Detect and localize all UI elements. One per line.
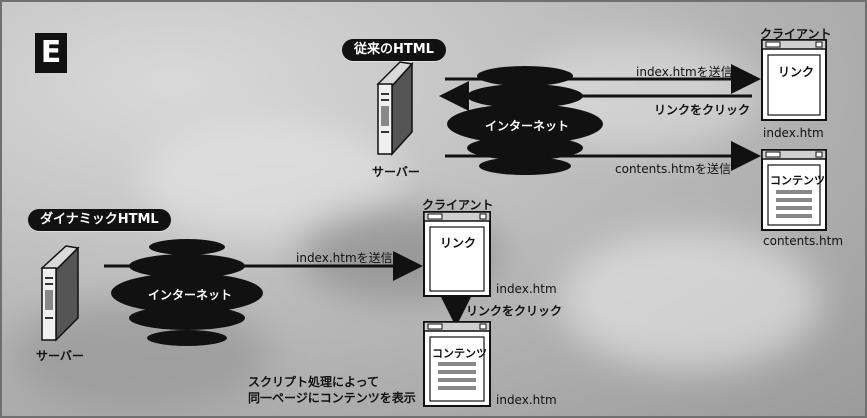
- window-contents-caption-dhtml: index.htm: [496, 393, 557, 407]
- window-contents-text-dhtml: コンテンツ: [432, 347, 487, 360]
- send-index-label: index.htmを送信: [636, 65, 733, 79]
- click-link-label: リンクをクリック: [654, 103, 751, 117]
- bg-smudge: [560, 230, 820, 370]
- traditional-html-label: 従来のHTML: [342, 39, 446, 61]
- network-disc: [477, 66, 573, 86]
- click-link-label-dhtml: リンクをクリック: [466, 304, 563, 318]
- network-stack-top: [447, 66, 603, 175]
- client-label-bottom: クライアント: [422, 198, 494, 212]
- browser-window-link-dhtml: [423, 211, 491, 297]
- client-label-top: クライアント: [760, 27, 832, 41]
- browser-window-contents-dhtml: [423, 321, 491, 407]
- window-link-caption-dhtml: index.htm: [496, 282, 557, 296]
- send-contents-label: contents.htmを送信: [615, 162, 732, 176]
- server-label-bottom: サーバー: [36, 349, 84, 363]
- network-disc: [149, 239, 225, 255]
- send-index-label-dhtml: index.htmを送信: [296, 251, 393, 265]
- network-disc: [479, 157, 571, 175]
- window-link-text-dhtml: リンク: [440, 236, 477, 250]
- window-link-caption: index.htm: [763, 126, 824, 140]
- network-disc: [147, 330, 227, 346]
- section-badge: E: [35, 33, 67, 73]
- script-note-line1: スクリプト処理によって: [248, 375, 380, 389]
- server-label-top: サーバー: [372, 165, 420, 179]
- window-contents-text: コンテンツ: [770, 174, 825, 187]
- window-link-text: リンク: [778, 65, 815, 79]
- dynamic-html-label: ダイナミックHTML: [28, 209, 171, 231]
- internet-label-bottom: インターネット: [148, 288, 233, 302]
- script-note-line2: 同一ページにコンテンツを表示: [248, 391, 416, 405]
- server-icon: [376, 61, 414, 156]
- server-icon: [40, 245, 80, 342]
- internet-label-top: インターネット: [485, 119, 570, 133]
- browser-window-link: [761, 39, 827, 121]
- network-disc: [447, 104, 603, 144]
- network-disc: [129, 306, 245, 330]
- network-disc: [467, 136, 583, 160]
- network-disc: [111, 273, 263, 313]
- window-contents-caption: contents.htm: [763, 234, 844, 248]
- browser-window-contents: [761, 149, 827, 231]
